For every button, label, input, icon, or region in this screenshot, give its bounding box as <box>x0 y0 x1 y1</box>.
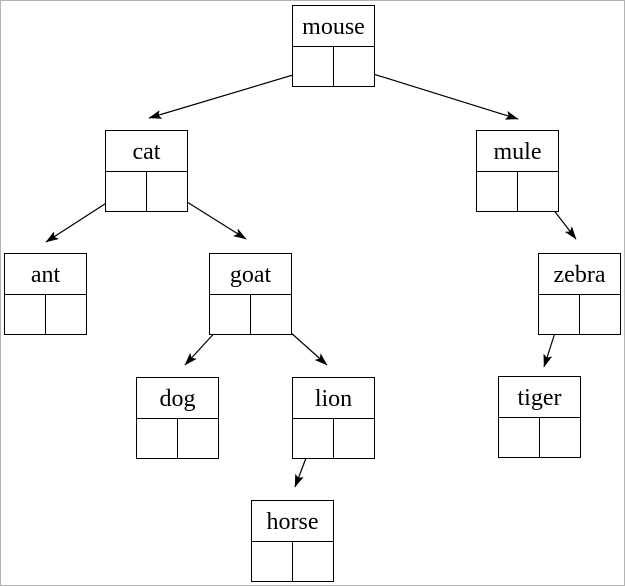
left-pointer-cell <box>293 419 334 458</box>
tree-node-label: cat <box>106 131 187 172</box>
pointer-cells <box>499 418 580 457</box>
tree-node-lion: lion <box>292 377 375 459</box>
tree-node-cat: cat <box>105 130 188 212</box>
right-pointer-cell <box>147 172 187 211</box>
tree-node-zebra: zebra <box>538 253 621 335</box>
right-pointer-cell <box>334 419 374 458</box>
tree-node-label: zebra <box>539 254 620 295</box>
left-pointer-cell <box>293 47 334 86</box>
right-pointer-cell <box>540 418 580 457</box>
tree-node-label: goat <box>210 254 291 295</box>
left-pointer-cell <box>477 172 518 211</box>
tree-node-ant: ant <box>4 253 87 335</box>
pointer-cells <box>477 172 558 211</box>
tree-node-label: tiger <box>499 377 580 418</box>
right-pointer-cell <box>518 172 558 211</box>
pointer-cells <box>5 295 86 334</box>
right-pointer-cell <box>334 47 374 86</box>
tree-node-label: mule <box>477 131 558 172</box>
pointer-cells <box>137 419 218 458</box>
tree-node-dog: dog <box>136 377 219 459</box>
pointer-cells <box>293 47 374 86</box>
tree-node-mule: mule <box>476 130 559 212</box>
tree-node-label: mouse <box>293 6 374 47</box>
edge-mouse-right-to-mule <box>353 67 519 120</box>
tree-node-label: dog <box>137 378 218 419</box>
left-pointer-cell <box>499 418 540 457</box>
tree-node-mouse: mouse <box>292 5 375 87</box>
tree-node-horse: horse <box>251 500 334 582</box>
left-pointer-cell <box>106 172 147 211</box>
right-pointer-cell <box>251 295 291 334</box>
left-pointer-cell <box>210 295 251 334</box>
tree-node-label: horse <box>252 501 333 542</box>
pointer-cells <box>293 419 374 458</box>
edge-mouse-left-to-cat <box>148 68 314 119</box>
pointer-cells <box>539 295 620 334</box>
right-pointer-cell <box>293 542 333 581</box>
left-pointer-cell <box>137 419 178 458</box>
tree-node-label: ant <box>5 254 86 295</box>
tree-node-label: lion <box>293 378 374 419</box>
left-pointer-cell <box>5 295 46 334</box>
right-pointer-cell <box>178 419 218 458</box>
left-pointer-cell <box>252 542 293 581</box>
right-pointer-cell <box>46 295 86 334</box>
tree-node-tiger: tiger <box>498 376 581 458</box>
right-pointer-cell <box>580 295 620 334</box>
left-pointer-cell <box>539 295 580 334</box>
pointer-cells <box>252 542 333 581</box>
pointer-cells <box>106 172 187 211</box>
tree-node-goat: goat <box>209 253 292 335</box>
pointer-cells <box>210 295 291 334</box>
